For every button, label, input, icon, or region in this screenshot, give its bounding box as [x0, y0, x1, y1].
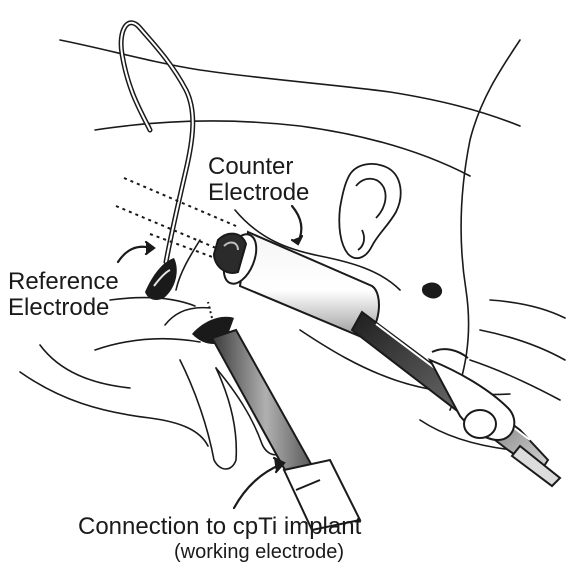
counter-electrode-label: Counter Electrode — [208, 154, 309, 206]
clamp-holder — [352, 312, 560, 486]
counter-arrow — [292, 206, 301, 242]
skin-mark — [422, 283, 442, 299]
head-top-contour — [450, 40, 520, 410]
ear — [339, 164, 400, 258]
working-arrow — [234, 464, 282, 508]
hair-strand-1 — [480, 330, 565, 360]
reference-electrode-label: Reference Electrode — [8, 269, 119, 321]
finger-1 — [180, 360, 236, 469]
working-electrode-probe — [192, 317, 360, 530]
lower-face — [20, 372, 208, 446]
counter-label-line2: Electrode — [208, 180, 309, 206]
reference-wire — [121, 23, 193, 262]
counter-label-line1: Counter — [208, 154, 309, 180]
connection-label: Connection to cpTi implant — [78, 515, 361, 539]
reference-electrode-tip — [145, 258, 177, 300]
probe-dotted-line — [208, 302, 212, 318]
reference-label-line2: Electrode — [8, 295, 119, 321]
working-electrode-label: (working electrode) — [174, 542, 344, 562]
hair-strand-3 — [490, 300, 565, 318]
nose-contour — [176, 240, 200, 290]
chin-contour — [40, 345, 130, 388]
reference-label-line1: Reference — [8, 269, 119, 295]
hand-back — [165, 308, 210, 325]
lip-line — [95, 339, 200, 350]
